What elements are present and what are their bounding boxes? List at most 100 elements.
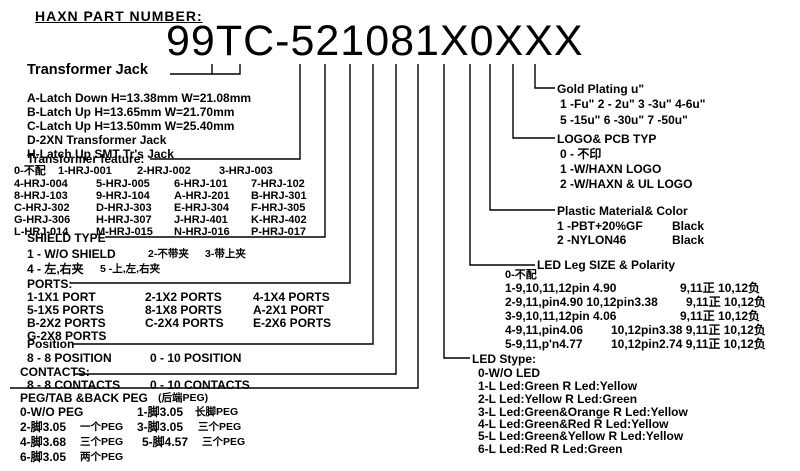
transformer-jack-item: D-2XN Transformer Jack bbox=[27, 133, 167, 147]
led-style-row: 6-L Led:Red R Led:Green bbox=[478, 442, 623, 456]
peg-title: PEG/TAB &BACK PEG bbox=[20, 391, 148, 405]
plastic-title: Plastic Material& Color bbox=[557, 204, 688, 218]
led-style-row: 1-L Led:Green R Led:Yellow bbox=[478, 379, 638, 393]
feature-cell: 6-HRJ-101 bbox=[174, 178, 228, 190]
peg-code: 5-脚4.57 bbox=[142, 435, 189, 449]
logo-pcb-title: LOGO& PCB TYP bbox=[557, 132, 657, 146]
gold-plating-row: 1 -Fu" 2 - 2u" 3 -3u" 4-6u" bbox=[560, 97, 706, 111]
feature-cell: 2-HRJ-002 bbox=[137, 165, 191, 177]
contacts-cell: 0 - 10 CONTACTS bbox=[150, 378, 250, 392]
led-style-row: 0-W/O LED bbox=[478, 366, 540, 380]
led-leg-polarity: 9,11正 10,12负 bbox=[680, 281, 761, 295]
leader-led-leg bbox=[469, 64, 535, 266]
led-leg-polarity: 9,11正 10,12负 bbox=[686, 295, 767, 309]
port-cell: G-2X8 PORTS bbox=[27, 329, 107, 343]
feature-cell: K-HRJ-402 bbox=[251, 214, 307, 226]
peg-note: 三个PEG bbox=[80, 436, 124, 448]
contacts-cell: 8 - 8 CONTACTS bbox=[27, 378, 121, 392]
port-cell: A-2X1 PORT bbox=[253, 303, 324, 317]
port-cell: 1-1X1 PORT bbox=[27, 290, 96, 304]
led-leg-row: 1-9,10,11,12pin 4.90 bbox=[505, 281, 617, 295]
led-leg-polarity: 9,11正 10,12负 bbox=[680, 309, 761, 323]
feature-cell: 4-HRJ-004 bbox=[14, 178, 68, 190]
peg-code: 4-脚3.68 bbox=[20, 435, 67, 449]
led-leg-row: 5-9,11,p'n4.77 bbox=[505, 337, 583, 351]
feature-cell: 3-HRJ-003 bbox=[219, 165, 273, 177]
leader-shield-type bbox=[105, 64, 326, 238]
transformer-jack-item: B-Latch Up H=13.65mm W=21.70mm bbox=[27, 105, 235, 119]
feature-cell: 1-HRJ-001 bbox=[58, 165, 112, 177]
port-cell: C-2X4 PORTS bbox=[145, 316, 224, 330]
logo-pcb-row: 0 - 不印 bbox=[560, 147, 602, 161]
peg-note: 长脚PEG bbox=[195, 406, 239, 418]
feature-cell: P-HRJ-017 bbox=[251, 226, 307, 238]
port-cell: 2-1X2 PORTS bbox=[145, 290, 222, 304]
peg-note: 两个PEG bbox=[80, 451, 124, 463]
shield-cell: 4 - 左,右夹 bbox=[27, 262, 84, 276]
feature-cell: H-HRJ-307 bbox=[96, 214, 152, 226]
led-leg-title: LED Leg SIZE & Polarity bbox=[537, 258, 676, 272]
led-leg-polarity: 10,12pin3.38 9,11正 10,12负 bbox=[611, 323, 766, 337]
feature-cell: L-HRJ-014 bbox=[14, 226, 69, 238]
port-cell: B-2X2 PORTS bbox=[27, 316, 106, 330]
leader-led-style bbox=[443, 64, 470, 359]
led-style-row: 5-L Led:Green&Yellow R Led:Yellow bbox=[478, 429, 684, 443]
feature-cell: A-HRJ-201 bbox=[174, 190, 230, 202]
logo-pcb-row: 1 -W/HAXN LOGO bbox=[560, 162, 662, 176]
feature-cell: 9-HRJ-104 bbox=[96, 190, 150, 202]
leader-transformer-jack bbox=[211, 64, 241, 75]
heading: HAXN PART NUMBER: bbox=[35, 8, 203, 24]
led-style-row: 2-L Led:Yellow R Led:Green bbox=[478, 392, 638, 406]
leader-transformer-feature bbox=[150, 64, 301, 160]
leader-position bbox=[72, 64, 374, 345]
port-cell: 5-1X5 PORTS bbox=[27, 303, 104, 317]
plastic-material: 1 -PBT+20%GF bbox=[557, 219, 643, 233]
peg-code: 2-脚3.05 bbox=[20, 420, 67, 434]
peg-title-note: (后端PEG) bbox=[158, 392, 209, 404]
peg-code: 0-W/O PEG bbox=[20, 405, 84, 419]
leader-logo-pcb bbox=[512, 64, 555, 139]
peg-note: 三个PEG bbox=[198, 421, 242, 433]
led-leg-polarity: 10,12pin2.74 9,11正 10,12负 bbox=[611, 337, 766, 351]
peg-code: 3-脚3.05 bbox=[137, 420, 184, 434]
led-style-row: 4-L Led:Green&Red R Led:Yellow bbox=[478, 417, 669, 431]
feature-cell: M-HRJ-015 bbox=[96, 226, 153, 238]
shield-cell: 5 -上,左,右夹 bbox=[100, 263, 161, 275]
led-leg-row: 4-9,11,pin4.06 bbox=[505, 323, 584, 337]
port-cell: 8-1X8 PORTS bbox=[145, 303, 222, 317]
transformer-jack-item: H-Latch Up SMT Tr's Jack bbox=[27, 147, 174, 161]
peg-note: 一个PEG bbox=[80, 421, 124, 433]
shield-cell: 3-带上夹 bbox=[205, 248, 246, 260]
feature-cell: C-HRJ-302 bbox=[14, 202, 70, 214]
contacts-title: CONTACTS: bbox=[20, 365, 90, 379]
peg-code: 6-脚3.05 bbox=[20, 450, 67, 464]
port-cell: E-2X6 PORTS bbox=[253, 316, 332, 330]
led-style-row: 3-L Led:Green&Orange R Led:Yellow bbox=[478, 405, 688, 419]
shield-cell: 1 - W/O SHIELD bbox=[27, 247, 116, 261]
position-cell: 8 - 8 POSITION bbox=[27, 351, 112, 365]
part-number: 99TC-521081X0XXX bbox=[166, 17, 584, 65]
leader-gold-plating bbox=[534, 64, 555, 89]
leader-ports bbox=[70, 64, 351, 284]
feature-cell: N-HRJ-016 bbox=[174, 226, 230, 238]
feature-cell: 5-HRJ-005 bbox=[96, 178, 150, 190]
feature-cell: B-HRJ-301 bbox=[251, 190, 307, 202]
feature-cell: D-HRJ-303 bbox=[96, 202, 152, 214]
gold-plating-title: Gold Plating u" bbox=[557, 82, 645, 96]
feature-cell: 8-HRJ-103 bbox=[14, 190, 68, 202]
feature-cell: 7-HRJ-102 bbox=[251, 178, 305, 190]
led-leg-row: 3-9,10,11,12pin 4.06 bbox=[505, 309, 617, 323]
position-cell: 0 - 10 POSITION bbox=[150, 351, 242, 365]
gold-plating-row: 5 -15u" 6 -30u" 7 -50u" bbox=[560, 113, 688, 127]
plastic-material: 2 -NYLON46 bbox=[557, 233, 627, 247]
logo-pcb-row: 2 -W/HAXN & UL LOGO bbox=[560, 177, 693, 191]
transformer-feature-title: Transformer feature: bbox=[27, 152, 145, 166]
plastic-color: Black bbox=[672, 233, 705, 247]
feature-cell: E-HRJ-304 bbox=[174, 202, 230, 214]
peg-note: 三个PEG bbox=[202, 436, 246, 448]
leader-peg bbox=[10, 64, 419, 389]
feature-cell: G-HRJ-306 bbox=[14, 214, 71, 226]
position-title: Position bbox=[27, 337, 75, 351]
